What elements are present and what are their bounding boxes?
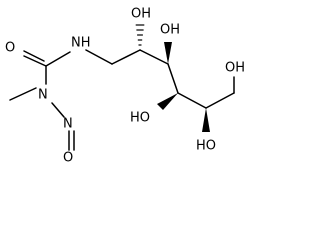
hashed-bond-c2-oh [135, 24, 145, 46]
bond-c2-c3 [139, 49, 169, 65]
bond-carbonyl-co-2 [23, 50, 45, 62]
atom-label-ho-c4: HO [130, 111, 150, 126]
bond-n-n [51, 102, 65, 118]
atom-label-ho-c5: HO [196, 139, 216, 154]
wedge-bond-c4-ho [157, 93, 178, 110]
bond-nh-c1 [85, 49, 113, 65]
bond-c1-c2 [111, 49, 141, 65]
bond-methyl-n [9, 87, 37, 101]
atom-label-nitroso-n: N [63, 117, 73, 132]
skeletal-structure: O NH N N O OH OH HO HO OH [5, 7, 245, 166]
atom-label-n: N [38, 88, 48, 103]
bond-carbonyl-nh [45, 51, 71, 67]
bond-c5-c6 [205, 92, 235, 109]
wedge-bond-c3-oh [164, 42, 172, 64]
atom-label-oh-c2: OH [131, 7, 151, 22]
atom-label-carbonyl-o: O [5, 41, 15, 56]
bond-c3-c4 [167, 63, 179, 94]
bond-c4-c5 [177, 92, 207, 109]
atom-label-oh-c6: OH [225, 61, 245, 76]
wedge-bond-c5-ho [202, 108, 210, 132]
atom-label-oh-c3: OH [160, 23, 180, 38]
bond-carbonyl-co-1 [23, 55, 47, 67]
atom-label-nitroso-o: O [63, 151, 73, 166]
atom-label-amide-nh: NH [71, 36, 91, 51]
